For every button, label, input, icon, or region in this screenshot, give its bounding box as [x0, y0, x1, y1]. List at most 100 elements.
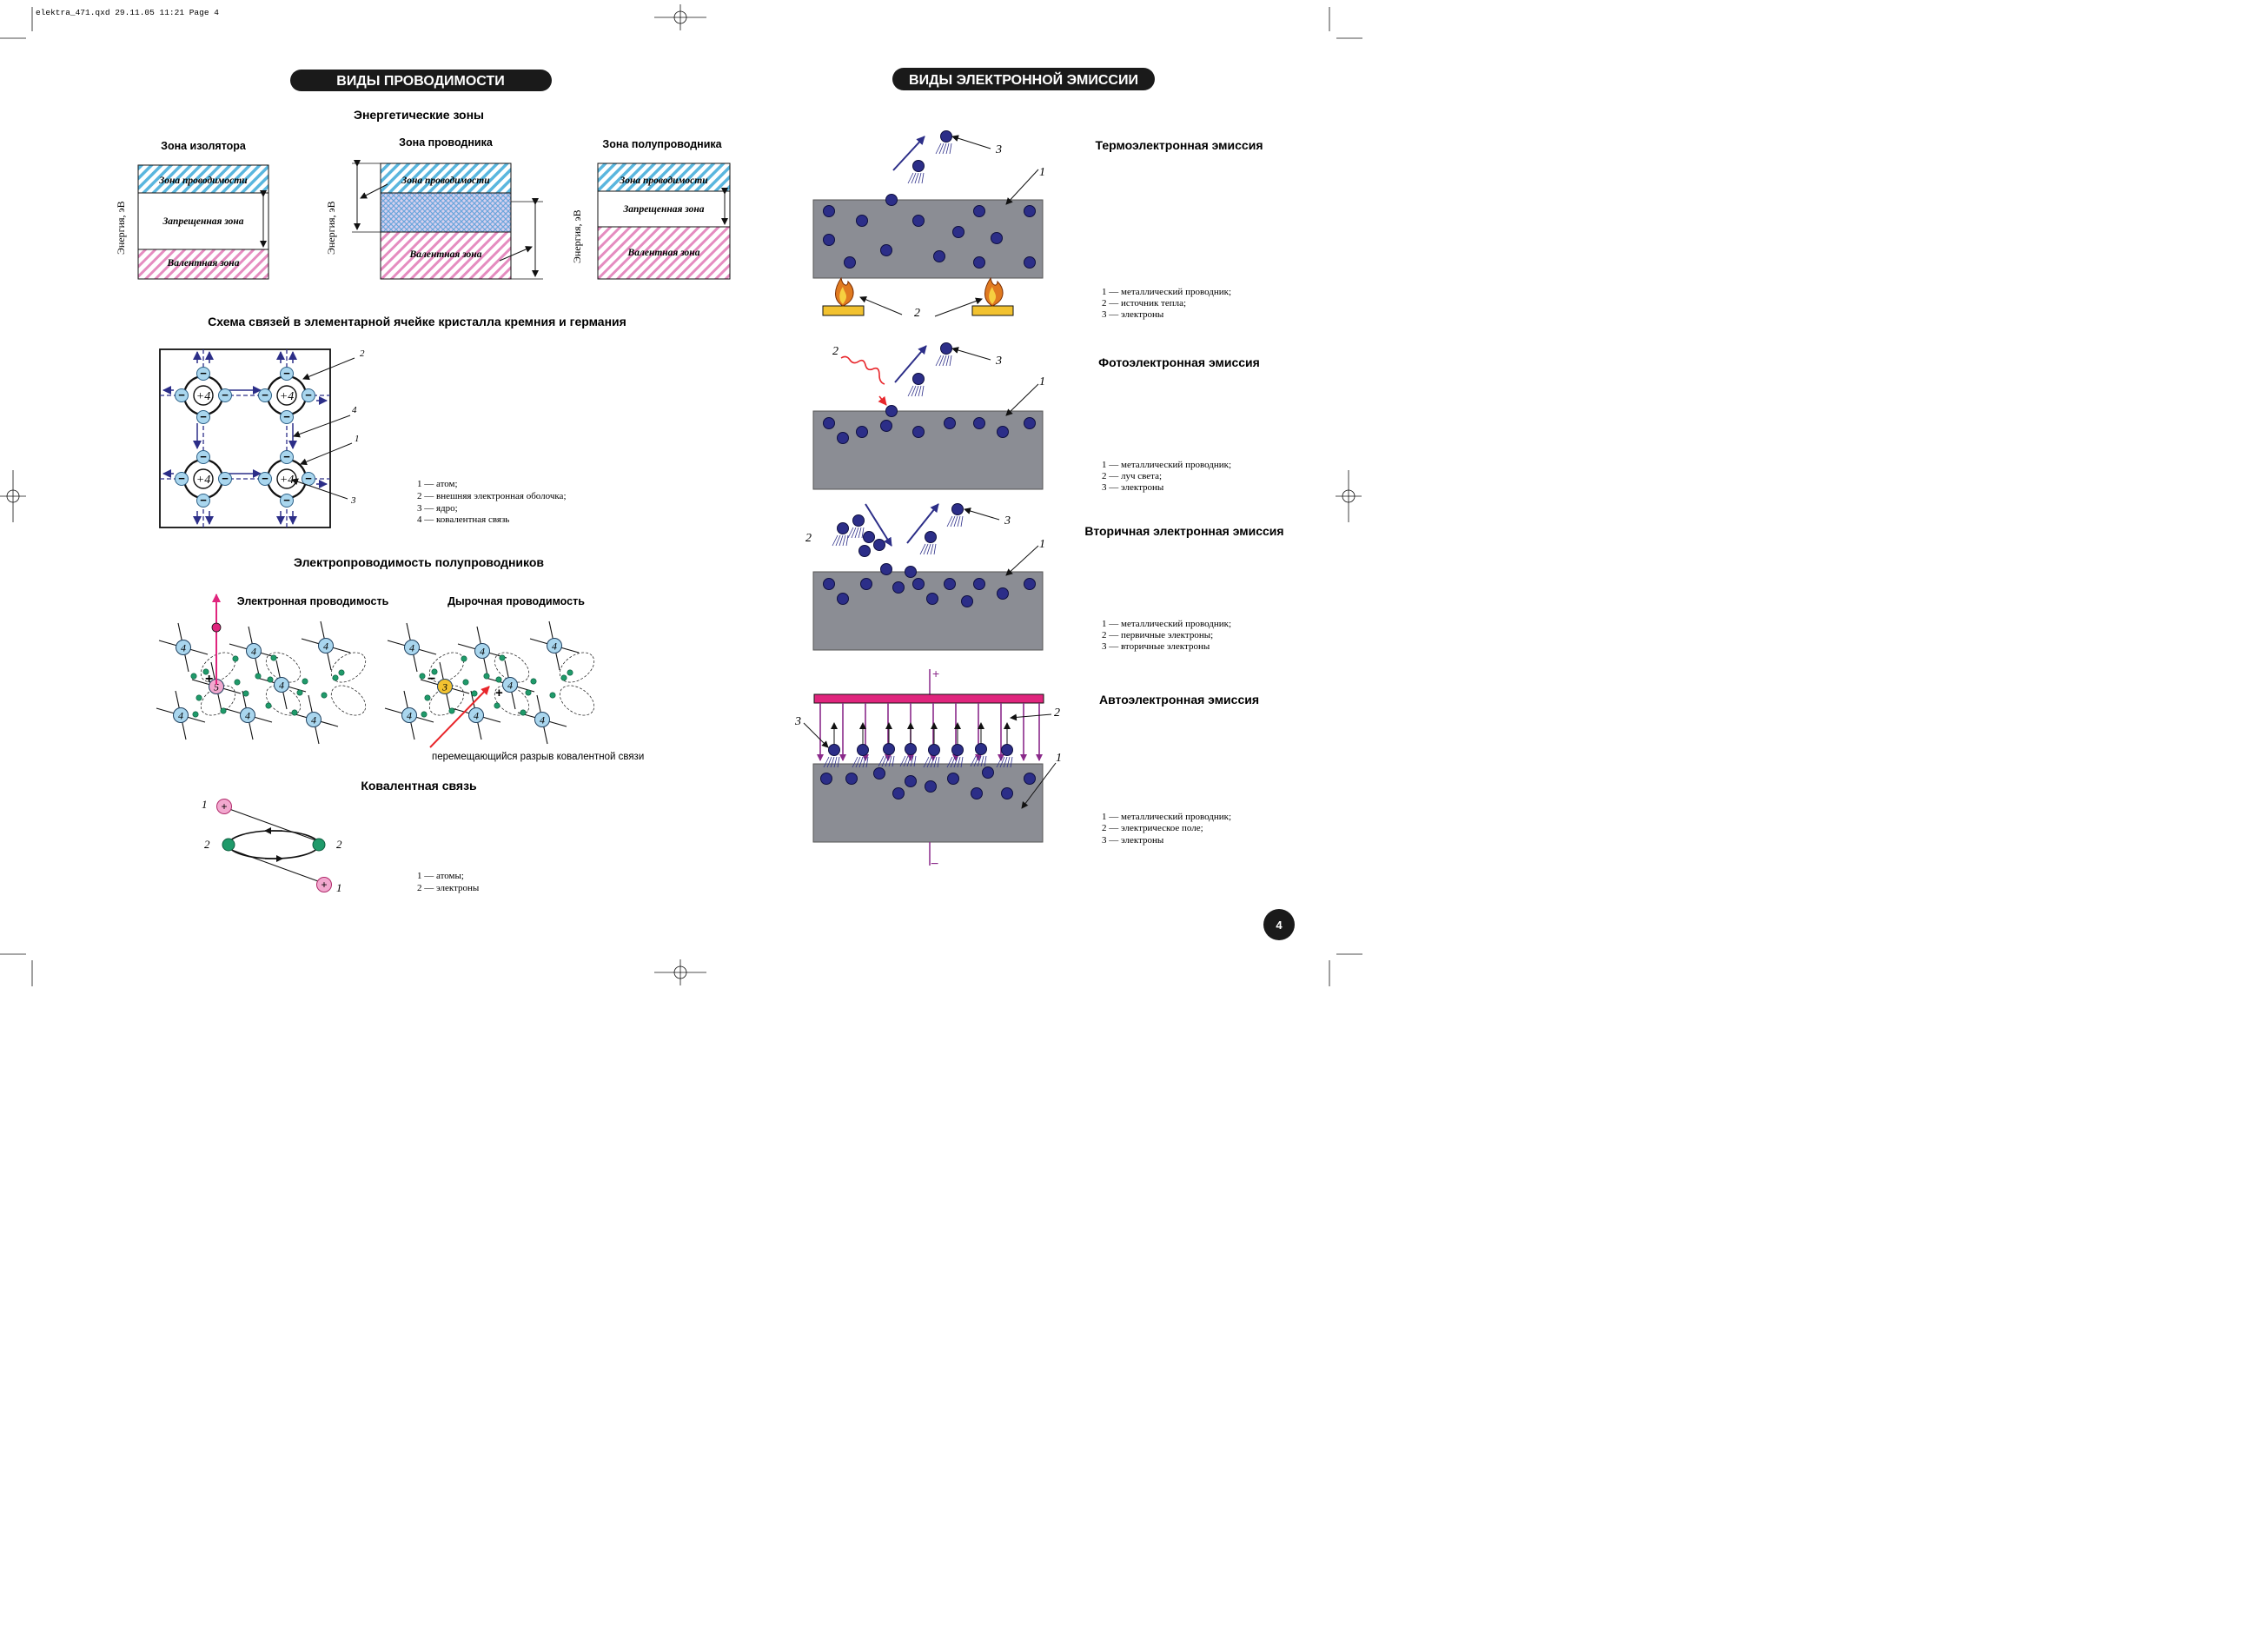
- electron-dot: [975, 743, 987, 755]
- electron-dot: [905, 743, 917, 755]
- electron-dot: [837, 522, 849, 534]
- electron-sign: −: [200, 450, 207, 463]
- electron-dot: [858, 545, 871, 557]
- conductor-diagram: Зона проводника Зона проводимости Валент…: [325, 136, 543, 280]
- electron-dot: [912, 426, 925, 438]
- light-wave-icon: [840, 355, 885, 385]
- left-banner-title: ВИДЫ ПРОВОДИМОСТИ: [336, 74, 504, 89]
- bond-electron: [255, 673, 262, 680]
- semiconductor-title: Зона полупроводника: [602, 138, 722, 150]
- bond-electron: [190, 673, 197, 680]
- semiconductor-axis-label: Энергия, эВ: [571, 209, 583, 263]
- motion-trail: [907, 385, 914, 397]
- legend-item: 2 — электроны: [417, 883, 480, 893]
- electron-dot: [885, 194, 898, 206]
- legend-item: 3 — электроны: [1102, 482, 1164, 493]
- hole-motion-arrow: [429, 686, 490, 748]
- shell-electron: −: [280, 410, 294, 424]
- atom-label: 4: [178, 710, 183, 722]
- crystal-atom: +4: [182, 375, 224, 416]
- motion-trail: [935, 143, 942, 155]
- bond-electron: [192, 711, 199, 718]
- motion-trail: [847, 527, 854, 539]
- shell-electron: −: [175, 388, 189, 402]
- motion-trail: [913, 755, 917, 767]
- motion-trail: [946, 756, 953, 768]
- electron-dot: [973, 256, 985, 269]
- atom-label: 4: [251, 646, 256, 658]
- motion-trail: [914, 172, 919, 184]
- electron-sign: −: [283, 367, 290, 380]
- semiconductor-conduction-label: Зона проводимости: [619, 176, 708, 186]
- page-number-badge: 4: [1263, 909, 1295, 940]
- electron-dot: [845, 773, 858, 785]
- motion-trail: [957, 756, 961, 768]
- motion-trail: [933, 543, 937, 555]
- atom-label: 4: [507, 680, 513, 692]
- electron-dot: [925, 531, 937, 543]
- crystal-title: Схема связей в элементарной ячейке крист…: [208, 315, 626, 328]
- shell-electron: −: [258, 388, 272, 402]
- photo-callout: 1: [1039, 375, 1045, 388]
- thermal-callout: 1: [1039, 166, 1045, 179]
- motion-trail: [960, 515, 964, 527]
- motion-trail: [949, 143, 952, 155]
- legend-item: 1 — металлический проводник;: [1102, 460, 1231, 470]
- bond-electron: [462, 679, 469, 686]
- electron-dot: [828, 744, 840, 756]
- motion-trail: [950, 515, 956, 527]
- bond-electron: [419, 673, 426, 680]
- bond-electron: [291, 709, 298, 716]
- photo-callout: 2: [832, 345, 839, 358]
- motion-trail: [918, 385, 922, 397]
- electron-dot: [944, 417, 956, 429]
- cathode-minus: −: [931, 857, 938, 872]
- electron-dot: [1024, 417, 1036, 429]
- motion-trail: [953, 756, 958, 768]
- insulator-axis-label: Энергия, эВ: [115, 201, 127, 255]
- atom-label: 4: [279, 680, 284, 692]
- electron-sign: −: [283, 410, 290, 423]
- atom-label: 4: [480, 646, 485, 658]
- plate-plus: +: [932, 667, 939, 680]
- semi-conduct-title: Электропроводимость полупроводников: [294, 555, 544, 569]
- motion-trail: [923, 756, 930, 768]
- motion-trail: [919, 543, 926, 555]
- electron-dot: [1024, 205, 1036, 217]
- bond-electron: [220, 707, 227, 714]
- orbit-ring: [265, 652, 302, 683]
- free-electron-arrow: [211, 594, 222, 685]
- motion-trail: [937, 756, 940, 768]
- atom-label: 5: [214, 681, 219, 693]
- insulator-forbidden-label: Запрещенная зона: [162, 216, 243, 227]
- legend-item: 1 — металлический проводник;: [1102, 619, 1231, 629]
- print-header: elektra_471.qxd 29.11.05 11:21 Page 4: [36, 8, 219, 17]
- bond-electron: [234, 679, 241, 686]
- electron-dot: [837, 432, 849, 444]
- legend-item: 3 — вторичные электроны: [1102, 641, 1210, 652]
- electron-dot: [951, 744, 964, 756]
- electron-dot: [912, 215, 925, 227]
- bond-electron: [483, 673, 490, 680]
- bond-electron: [196, 694, 202, 701]
- semiconductor-valence-label: Валентная зона: [627, 248, 700, 258]
- crystal-callout: 1: [355, 434, 360, 444]
- bond-electron: [302, 678, 308, 685]
- shell-electron: −: [280, 450, 294, 464]
- motion-trail: [852, 756, 858, 768]
- covalent-title: Ковалентная связь: [361, 779, 477, 793]
- print-marks: [0, 4, 1362, 986]
- motion-trail: [881, 755, 887, 767]
- orbit-ring: [559, 652, 595, 683]
- conductor-conduction-label: Зона проводимости: [401, 176, 490, 186]
- electron-dot: [856, 426, 868, 438]
- motion-trail: [921, 172, 925, 184]
- hole-caption: перемещающийся разрыв ковалентной связи: [432, 752, 644, 762]
- motion-trail: [930, 543, 934, 555]
- thermal-legend: 1 — металлический проводник; 2 — источни…: [1102, 287, 1231, 320]
- bond-electron: [338, 669, 345, 676]
- orbit-ring: [559, 685, 595, 716]
- thermal-callout: 3: [995, 143, 1002, 156]
- shell-electron: −: [302, 472, 315, 486]
